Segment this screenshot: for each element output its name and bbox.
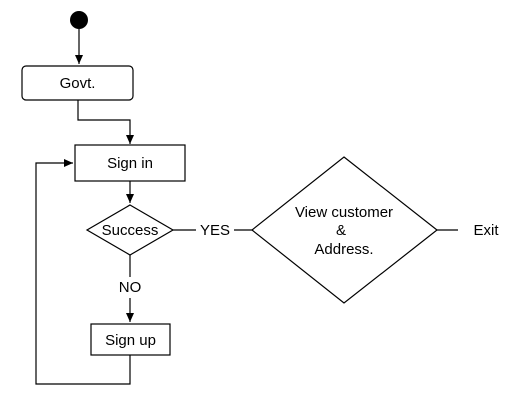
no-label: NO — [119, 279, 142, 296]
sign-up-label: Sign up — [105, 332, 156, 349]
view-customer-line1: View customer — [295, 204, 393, 221]
yes-label: YES — [200, 222, 230, 239]
govt-label: Govt. — [60, 75, 96, 92]
connector-govt-signin — [77, 100, 134, 144]
view-customer-line2: & — [336, 222, 346, 239]
success-label: Success — [102, 222, 159, 239]
connector-signup-loop — [35, 159, 131, 385]
sign-in-node: Sign in — [74, 144, 186, 182]
govt-node: Govt. — [21, 65, 134, 101]
view-customer-node: View customer & Address. — [251, 156, 438, 304]
success-decision: Success — [85, 204, 175, 256]
sign-in-label: Sign in — [107, 155, 153, 172]
view-customer-line3: Address. — [314, 241, 373, 258]
start-node — [70, 11, 88, 29]
exit-label: Exit — [473, 222, 499, 239]
sign-up-node: Sign up — [90, 323, 171, 356]
